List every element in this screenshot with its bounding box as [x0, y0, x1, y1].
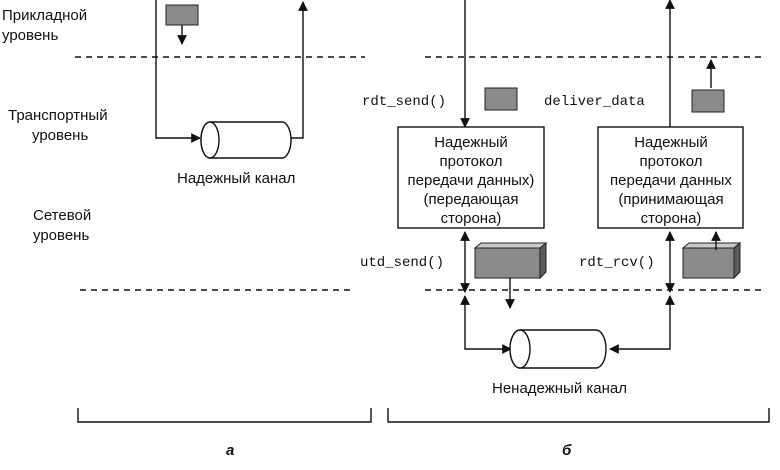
- packet-icon-sender-app: [484, 87, 518, 111]
- unreliable-channel-pipe: [509, 329, 607, 369]
- bracket-b: [387, 408, 770, 423]
- bracket-a: [77, 408, 372, 423]
- layer-network-line2: уровень: [33, 227, 89, 244]
- receiver-box-line3: передачи данных: [610, 172, 732, 189]
- arrow-out-of-unreliable-channel: [609, 295, 675, 354]
- packet-icon-receiver-app: [691, 89, 725, 113]
- caption-b: б: [562, 442, 572, 459]
- reliable-channel-pipe: [200, 121, 292, 159]
- arrow-into-reliable-channel: [155, 0, 201, 143]
- sender-box-line3: передачи данных): [408, 172, 535, 189]
- sender-protocol-box: [397, 126, 545, 229]
- call-rdt-send: rdt_send(): [362, 94, 446, 110]
- arrow-out-of-reliable-channel: [290, 1, 308, 139]
- layer-network-line1: Сетевой: [33, 207, 91, 224]
- packet-icon-receiver-net: [681, 241, 742, 280]
- layer-application-line2: уровень: [2, 27, 58, 44]
- layer-transport-line1: Транспортный: [8, 107, 108, 124]
- sender-box-line5: сторона): [441, 210, 502, 227]
- receiver-box-line4: (принимающая: [618, 191, 723, 208]
- layer-transport-line2: уровень: [32, 127, 88, 144]
- sender-box-line1: Надежный: [434, 134, 508, 151]
- packet-icon: [165, 4, 199, 26]
- arrow-into-unreliable-channel: [460, 295, 512, 354]
- call-rdt-rcv: rdt_rcv(): [579, 255, 655, 271]
- caption-a: a: [226, 442, 234, 459]
- call-deliver-data: deliver_data: [544, 94, 645, 110]
- receiver-box-line1: Надежный: [634, 134, 708, 151]
- sender-box-line4: (передающая: [424, 191, 519, 208]
- receiver-box-line5: сторона): [641, 210, 702, 227]
- layer-application-line1: Прикладной: [2, 7, 87, 24]
- reliable-channel-label: Надежный канал: [177, 170, 295, 187]
- receiver-box-line2: протокол: [639, 153, 702, 170]
- receiver-protocol-box: [597, 126, 744, 229]
- sender-box-line2: протокол: [439, 153, 502, 170]
- unreliable-channel-label: Ненадежный канал: [492, 380, 627, 397]
- packet-icon-sender-net: [473, 241, 548, 280]
- call-utd-send: utd_send(): [360, 255, 444, 271]
